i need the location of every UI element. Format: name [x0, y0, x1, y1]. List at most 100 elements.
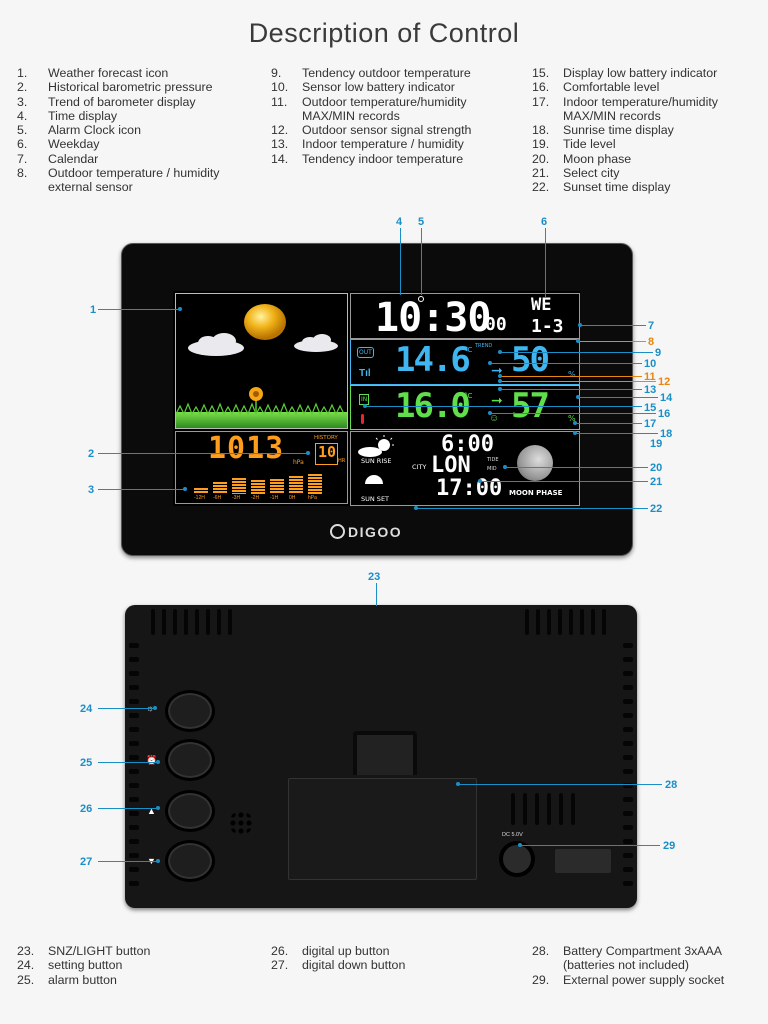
legend-text: setting button: [48, 958, 123, 973]
callout-number: 1: [90, 304, 97, 316]
callout-number: 6: [541, 216, 548, 228]
callout-number: 12: [658, 376, 671, 388]
vent-slot: [129, 657, 139, 662]
callout-leader-line: [500, 352, 653, 353]
vent-slot: [623, 755, 633, 760]
legend-number: 22.: [532, 180, 550, 195]
speaker-grille: [229, 811, 253, 835]
sunset-icon: [365, 475, 383, 484]
setting-button[interactable]: [165, 739, 215, 781]
callout-leader-line: [500, 376, 642, 377]
legend-item: 1.Weather forecast icon: [17, 66, 220, 80]
pressure-trend-label: -12H: [194, 495, 205, 501]
indoor-panel: IN 16.0 °C ➞ ☺ 57 %: [350, 385, 580, 430]
vent-slot: [129, 825, 139, 830]
legend-item: 10.Sensor low battery indicator: [271, 80, 471, 94]
legend-item: 21.Select city: [532, 166, 718, 180]
vent-slot: [623, 839, 633, 844]
vent-slot: [559, 793, 563, 825]
callout-dot: [488, 361, 492, 365]
vent-slot: [184, 609, 188, 635]
vent-slot: [129, 755, 139, 760]
legend-item: 4. Time display: [17, 109, 220, 123]
vent-slot: [129, 671, 139, 676]
legend-number: 2.: [17, 80, 28, 95]
vent-slot: [129, 727, 139, 732]
vent-slot: [173, 609, 177, 635]
pressure-trend-label: -2H: [251, 495, 260, 501]
callout-leader-line: [400, 228, 401, 295]
vent-slot: [129, 839, 139, 844]
legend-number: 6.: [17, 137, 28, 152]
brand-text: DIGOO: [348, 524, 403, 540]
legend-text: Sunset time display: [563, 180, 671, 195]
callout-leader-line: [500, 389, 642, 390]
callout-leader-line: [545, 228, 546, 298]
legend-number: 9.: [271, 66, 282, 80]
outdoor-temperature: 14.6: [395, 340, 471, 380]
callout-dot: [414, 506, 418, 510]
legend-text: Tide level: [563, 137, 616, 152]
time-display: 10:30: [375, 295, 491, 339]
page-title: Description of Control: [248, 18, 520, 48]
legend-item: 8.Outdoor temperature / humidity: [17, 166, 220, 180]
digital-down-button[interactable]: [165, 840, 215, 882]
digital-up-button[interactable]: [165, 790, 215, 832]
legend-number: 15.: [532, 66, 550, 80]
vent-slot: [129, 853, 139, 858]
pressure-trend-bar: [308, 474, 322, 494]
legend-number: 21.: [532, 166, 550, 181]
legend-text: Time display: [48, 108, 118, 123]
legend-number: 16.: [532, 80, 550, 95]
vent-slot: [129, 643, 139, 648]
callout-number: 29: [663, 840, 676, 852]
legend-text: Outdoor temperature / humidity: [48, 166, 220, 181]
legend-text: Sensor low battery indicator: [302, 80, 455, 95]
vent-slot: [195, 609, 199, 635]
outdoor-humidity: 50: [511, 340, 550, 380]
legend-number: [532, 109, 563, 123]
legend-item: 23.SNZ/LIGHT button: [17, 944, 150, 958]
vent-slot: [547, 793, 551, 825]
vent-slot: [129, 699, 139, 704]
legend-number: 28.: [532, 944, 550, 958]
legend-item: 18.Sunrise time display: [532, 123, 718, 137]
pressure-unit: hPa: [293, 459, 304, 466]
legend-text: External power supply socket: [563, 972, 725, 987]
callout-leader-line: [98, 808, 158, 809]
vent-slot: [623, 727, 633, 732]
sunrise-label: SUN RISE: [361, 457, 392, 465]
legend-item: 24.setting button: [17, 958, 150, 972]
legend-text: Display low battery indicator: [563, 66, 718, 80]
callout-dot: [306, 451, 310, 455]
legend-text: Calendar: [48, 151, 99, 166]
outdoor-panel: OUT 14.6 °C TREND ➞ 50 % Tıl: [350, 339, 580, 385]
vent-slot: [535, 793, 539, 825]
indoor-trend-arrow-icon: ➞: [491, 392, 503, 408]
legend-text: Sunrise time display: [563, 123, 674, 138]
pressure-trend-bar: [251, 480, 265, 494]
legend-number: 4.: [17, 108, 28, 123]
callout-dot: [578, 323, 582, 327]
legend-item: MAX/MIN records: [271, 109, 471, 123]
legend-item: 12.Outdoor sensor signal strength: [271, 123, 471, 137]
legend-item: 13.Indoor temperature / humidity: [271, 137, 471, 151]
legend-number: 1.: [17, 66, 28, 80]
legend-item: MAX/MIN records: [532, 109, 718, 123]
legend-item: 5.Alarm Clock icon: [17, 123, 220, 137]
snz-light-button[interactable]: [165, 690, 215, 732]
legend-number: 27.: [271, 958, 289, 973]
trend-label: TREND: [475, 343, 493, 349]
callout-dot: [498, 379, 502, 383]
callout-dot: [498, 374, 502, 378]
callout-leader-line: [98, 762, 158, 763]
outdoor-hum-unit: %: [568, 370, 576, 379]
calendar-date: 1-3: [531, 316, 564, 337]
tide-label: TIDE: [487, 457, 499, 463]
legend-item: 11.Outdoor temperature/humidity: [271, 95, 471, 109]
legend-item: 16.Comfortable level: [532, 80, 718, 94]
